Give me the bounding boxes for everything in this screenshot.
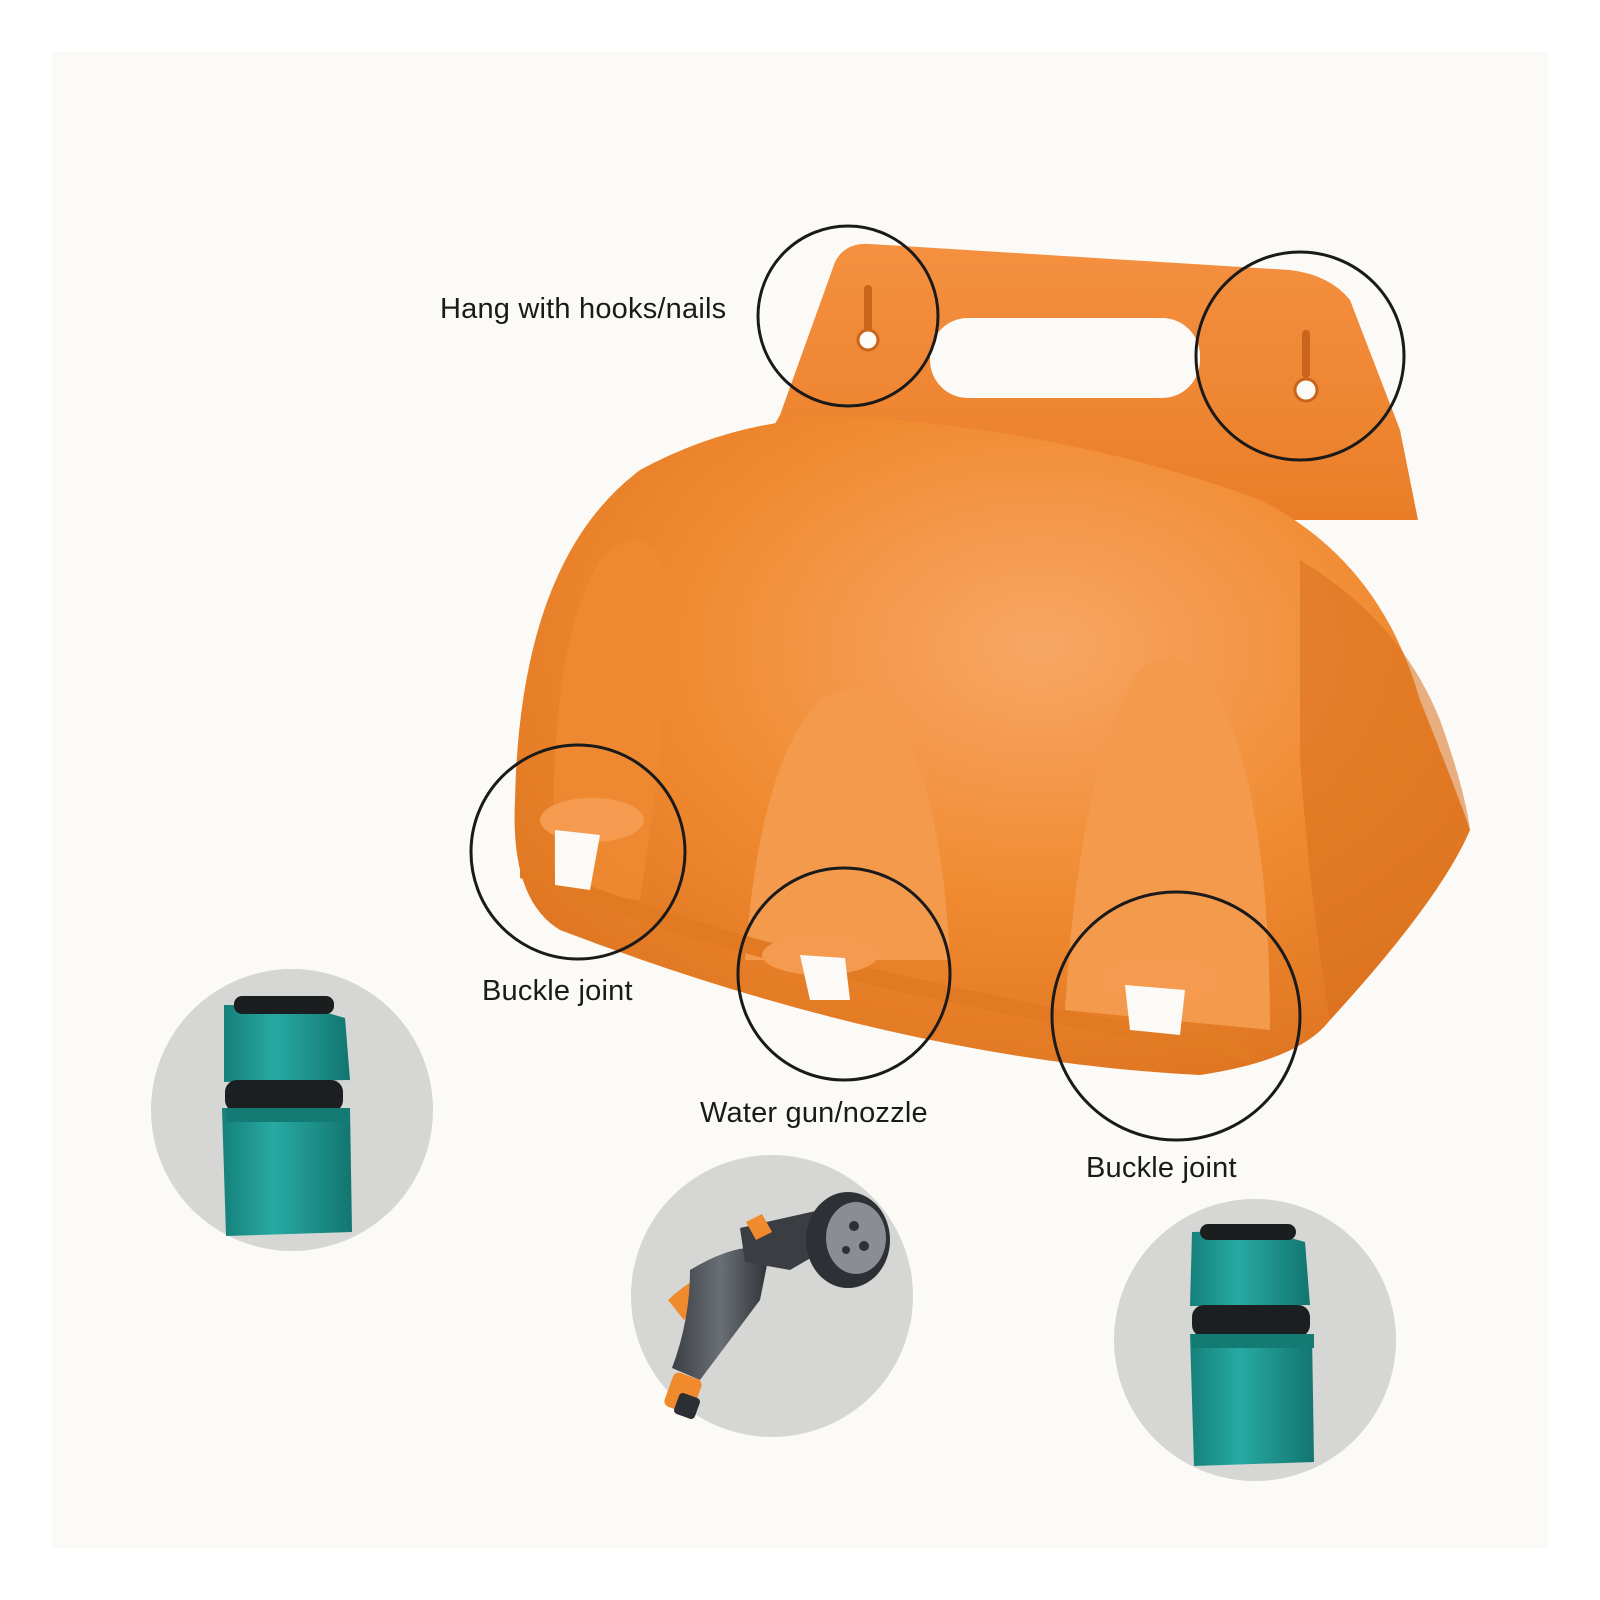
thumbnail-buckle-right <box>1114 1199 1396 1481</box>
label-hang: Hang with hooks/nails <box>440 293 727 325</box>
callout-ring-hook-right <box>1194 250 1406 462</box>
callout-ring-buckle-left <box>469 743 687 961</box>
callout-ring-hook-left <box>756 224 940 408</box>
spray-nozzle-icon <box>664 1192 890 1419</box>
notch-left <box>540 798 644 890</box>
rack-lip <box>520 860 1250 1060</box>
rack-side-shade <box>1300 560 1470 1020</box>
quick-connector-icon <box>222 996 352 1236</box>
callout-ring-nozzle <box>736 866 952 1082</box>
callout-ring-buckle-right <box>1050 890 1302 1142</box>
thumbnail-nozzle <box>631 1155 913 1437</box>
hose-holder-icon <box>514 243 1470 1075</box>
rib-center <box>745 690 950 960</box>
handle-slot <box>930 318 1200 398</box>
label-buckle-right: Buckle joint <box>1086 1152 1237 1184</box>
label-nozzle: Water gun/nozzle <box>700 1097 928 1129</box>
quick-connector-icon <box>1190 1224 1314 1466</box>
rib-right <box>1065 657 1270 1030</box>
keyhole-left-icon <box>856 285 880 352</box>
thumbnail-buckle-left <box>151 969 433 1251</box>
notch-center <box>762 935 878 1000</box>
callout-rings <box>469 224 1406 1142</box>
notch-right <box>1100 956 1220 1035</box>
label-buckle-left: Buckle joint <box>482 975 633 1007</box>
keyhole-right-icon <box>1293 330 1319 403</box>
